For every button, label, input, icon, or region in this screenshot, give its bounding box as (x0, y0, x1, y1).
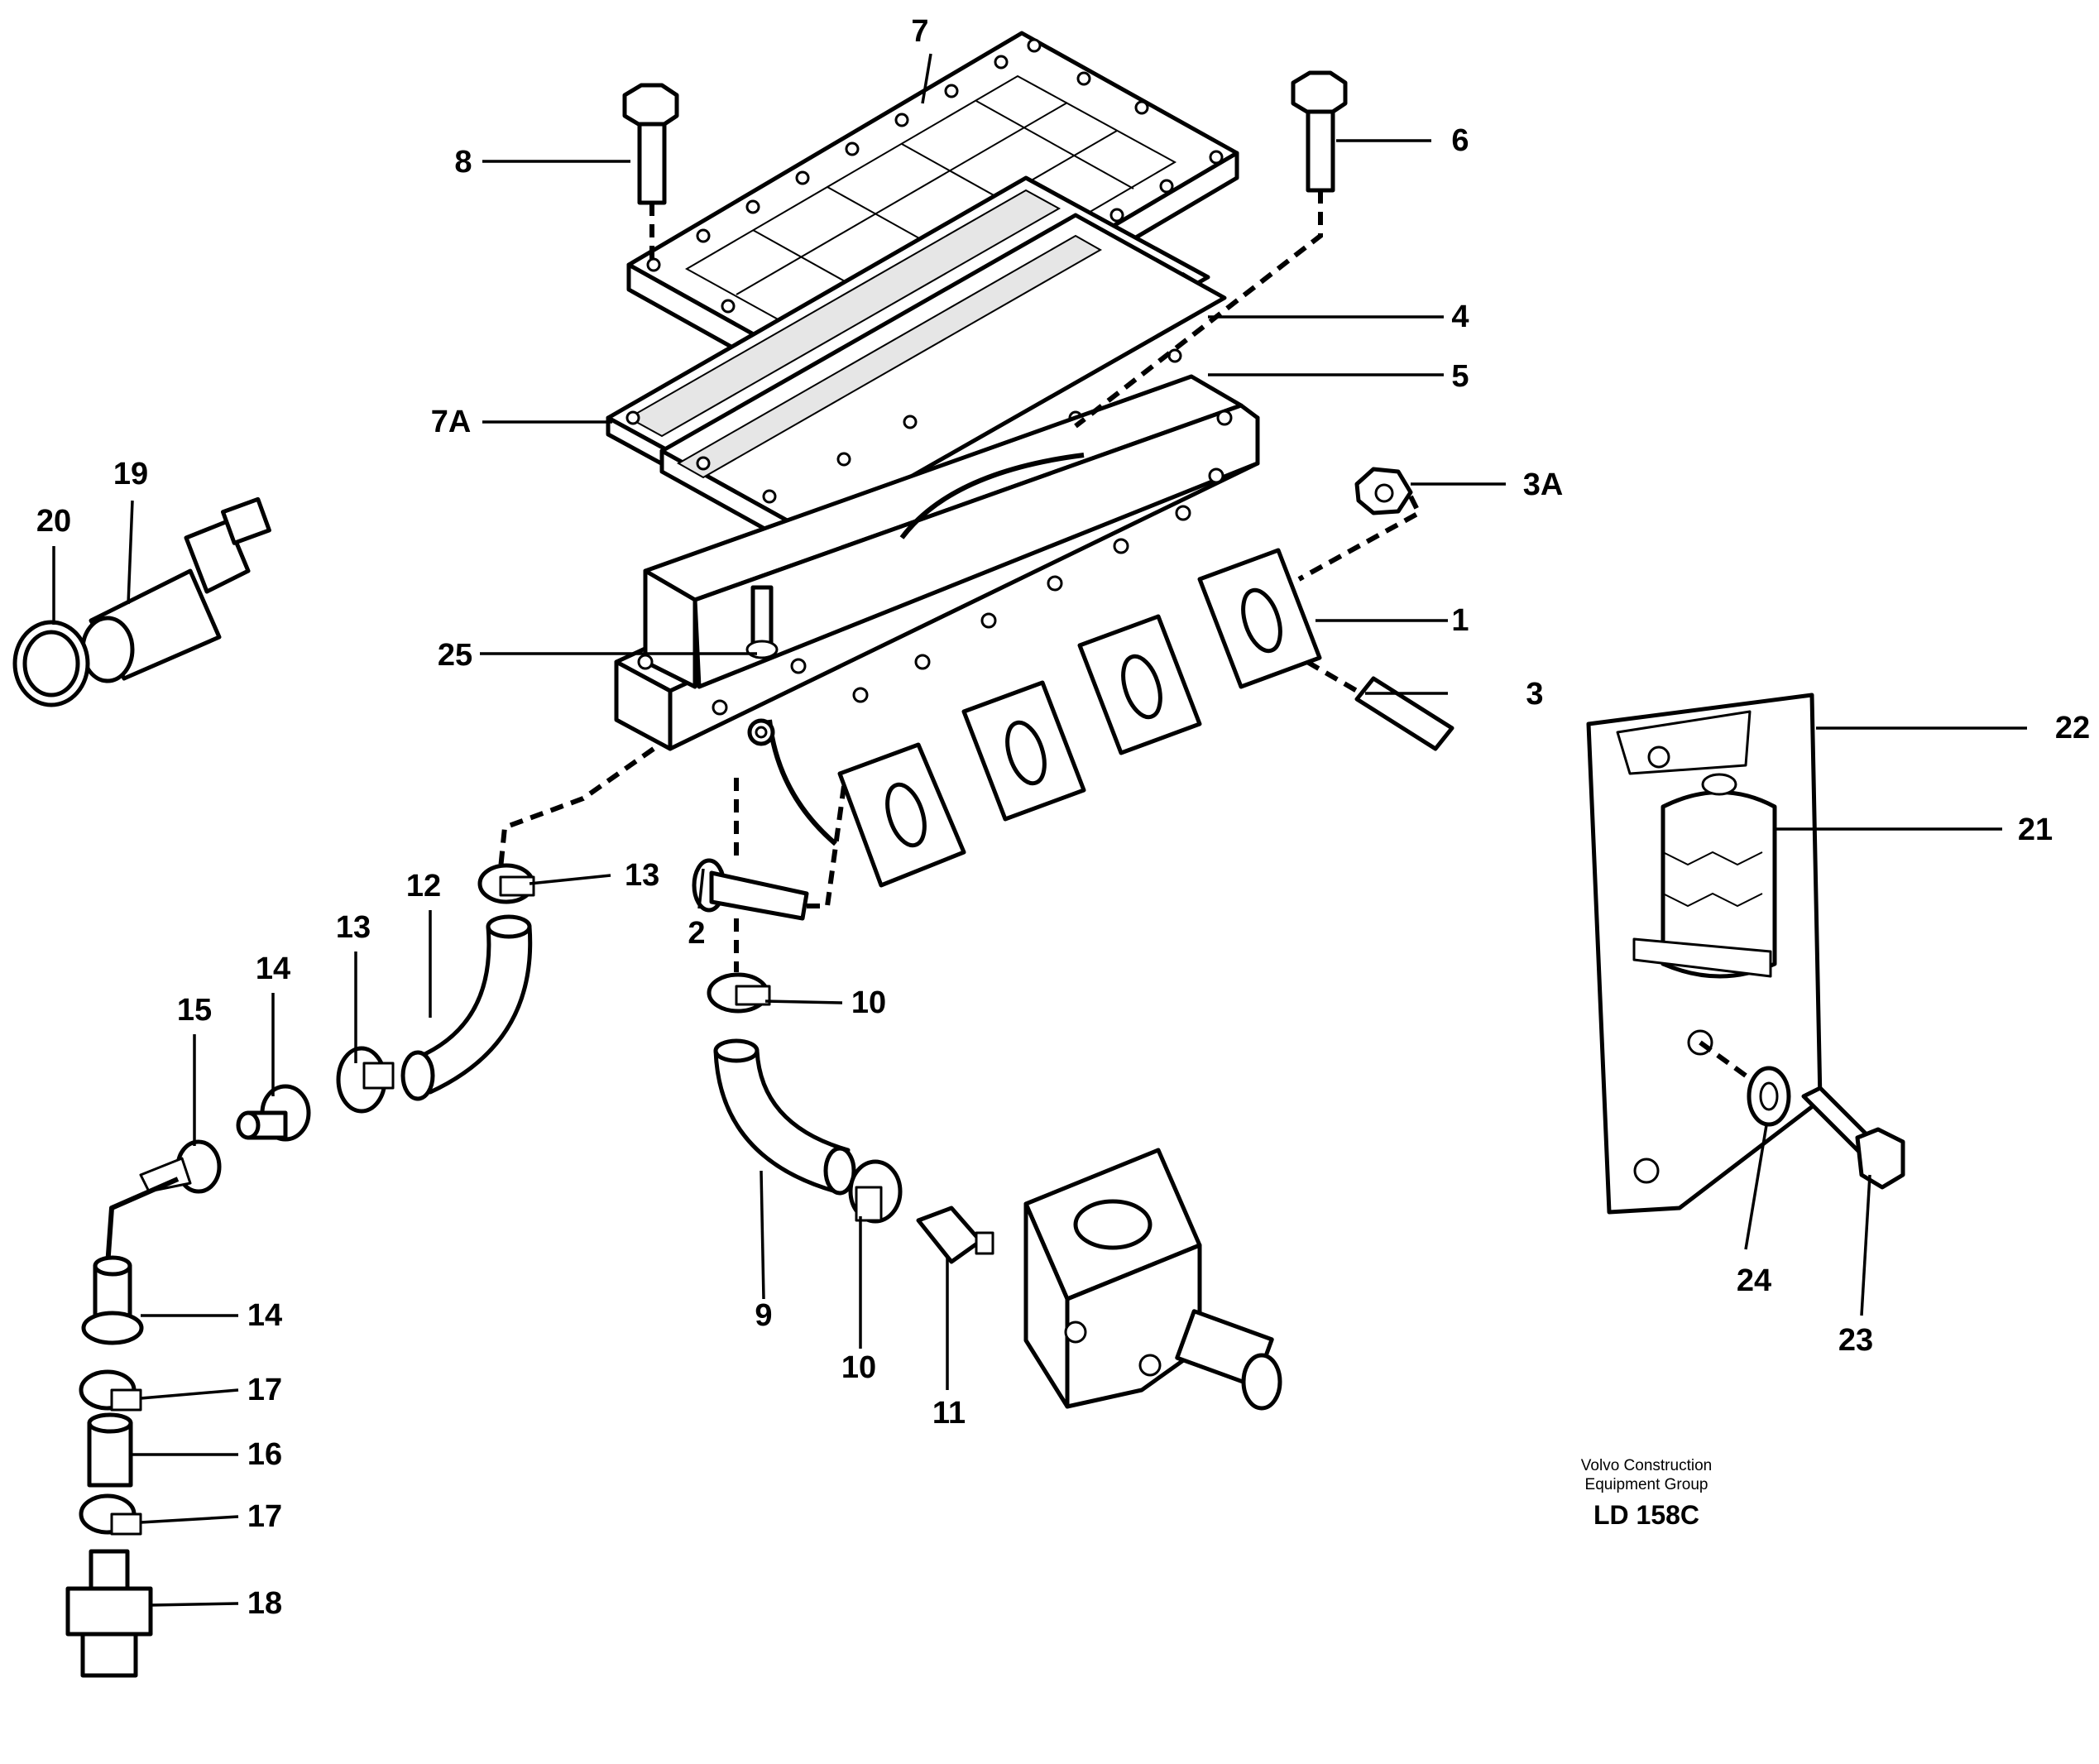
callout-8: 8 (454, 145, 472, 180)
manifold-flange (961, 680, 1086, 822)
callout-7: 7 (911, 14, 928, 49)
callout-10a: 10 (851, 985, 886, 1020)
callout-16: 16 (247, 1437, 282, 1472)
callout-25: 25 (438, 638, 472, 673)
callout-3: 3 (1526, 677, 1543, 712)
grommet-15 (139, 1139, 222, 1194)
clamp-10 (707, 972, 771, 1014)
callout-23: 23 (1838, 1323, 1873, 1358)
manifold-flange (1197, 548, 1322, 689)
callout-labels: 7 8 6 4 5 7A 3A 1 3 25 19 20 22 21 24 23… (36, 14, 2090, 1621)
company-name-line1: Volvo Construction (1581, 1457, 1712, 1474)
clamp-10b (848, 1159, 903, 1224)
mounting-bracket (1586, 693, 1905, 1215)
hose-chain-right (707, 918, 1282, 1411)
clamp-13 (477, 863, 535, 904)
clamp-13b (336, 1046, 395, 1114)
callout-18: 18 (247, 1586, 282, 1621)
nut-3a (1297, 467, 1422, 582)
callout-10b: 10 (841, 1350, 876, 1385)
company-name-line2: Equipment Group (1585, 1476, 1708, 1493)
callout-15: 15 (177, 993, 212, 1028)
callout-6: 6 (1451, 123, 1469, 158)
callout-7a: 7A (431, 405, 472, 439)
callout-13a: 13 (625, 858, 659, 893)
leader-lines (52, 53, 2027, 1607)
nipple-14 (236, 1084, 311, 1142)
thermostat-housing (1023, 1148, 1282, 1411)
gasket-stack (606, 175, 1227, 557)
manifold-flange (837, 742, 966, 888)
washer-24 (1747, 1066, 1791, 1127)
callout-12: 12 (406, 869, 441, 904)
callout-1: 1 (1451, 603, 1469, 638)
sensor-19 (80, 496, 271, 683)
publisher-block: Volvo Construction Equipment Group LD 15… (1581, 1457, 1712, 1530)
callout-21: 21 (2018, 812, 2053, 847)
callout-11: 11 (932, 1396, 966, 1431)
drawing-code: LD 158C (1593, 1500, 1699, 1530)
callout-14a: 14 (256, 952, 290, 986)
seal-20 (12, 620, 90, 707)
callout-17b: 17 (247, 1499, 282, 1534)
callout-14b: 14 (247, 1298, 282, 1333)
nipple-11 (916, 1206, 994, 1264)
callout-24: 24 (1737, 1263, 1771, 1298)
callout-22: 22 (2055, 711, 2090, 745)
callout-3a: 3A (1523, 467, 1564, 502)
bolt-23 (1801, 1086, 1905, 1190)
intake-manifold (614, 374, 1322, 888)
callout-17a: 17 (247, 1373, 282, 1407)
bolt-8 (622, 83, 679, 261)
bolt-2 (692, 778, 846, 921)
callout-20: 20 (36, 504, 71, 539)
callout-2: 2 (688, 916, 705, 951)
callout-5: 5 (1451, 359, 1469, 394)
vertical-fitting-stack (65, 1255, 153, 1678)
callout-4: 4 (1451, 300, 1469, 334)
pin-25 (745, 585, 779, 659)
stud-3 (1306, 659, 1454, 751)
callout-9: 9 (755, 1298, 772, 1333)
manifold-flange (1077, 614, 1202, 755)
callout-19: 19 (113, 457, 148, 491)
callout-13b: 13 (336, 910, 371, 945)
bolt-6 (1074, 70, 1348, 429)
hose-chain-left (105, 746, 655, 1267)
rubber-buffer-21 (1632, 773, 1777, 979)
